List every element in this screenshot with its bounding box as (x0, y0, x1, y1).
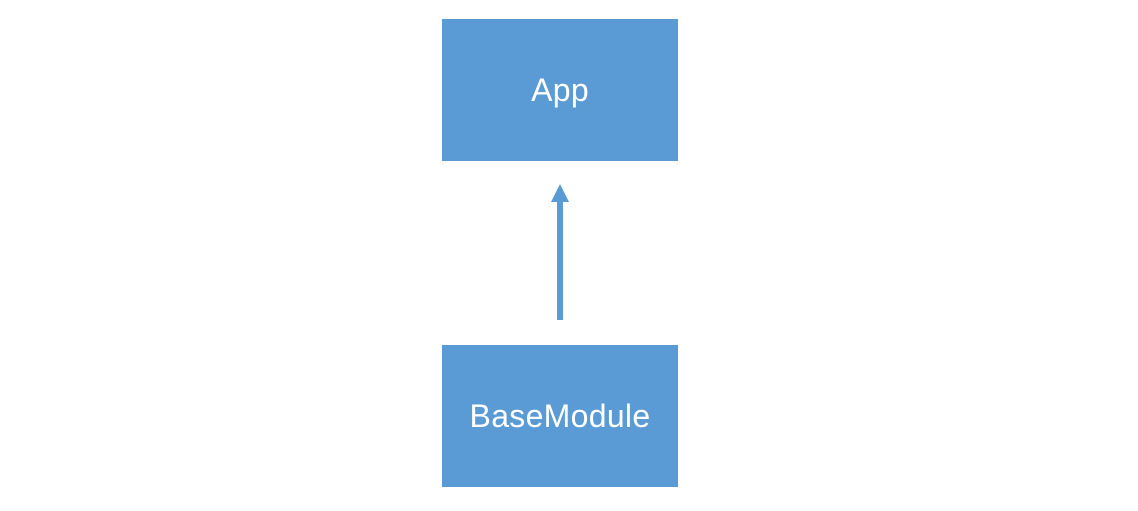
basemodule-node: BaseModule (442, 345, 678, 487)
app-node-label: App (531, 71, 589, 108)
app-node: App (442, 19, 678, 161)
arrow-head (551, 184, 569, 202)
basemodule-node-label: BaseModule (469, 397, 651, 434)
